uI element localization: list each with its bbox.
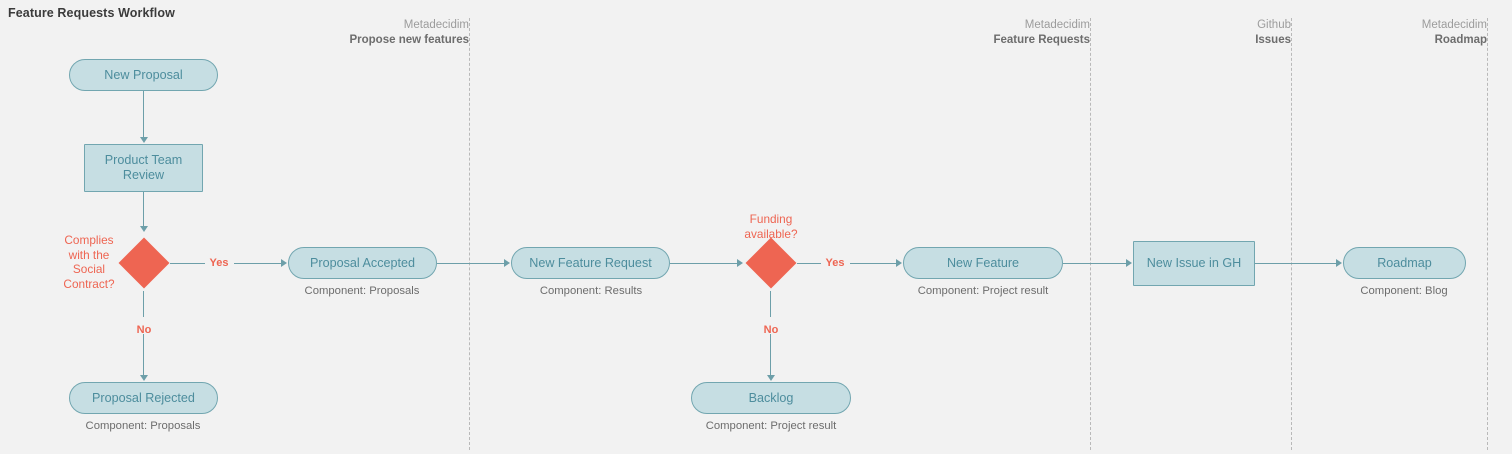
connector-funding-no-a: [770, 291, 772, 317]
arrowhead-down: [139, 137, 148, 143]
arrowhead-right: [1126, 258, 1132, 267]
node-product-team-review[interactable]: Product Team Review: [84, 144, 203, 192]
connector-funding-yes-b: [850, 262, 896, 264]
caption-roadmap: Component: Blog: [1360, 285, 1448, 297]
edge-label-social-no: No: [136, 324, 152, 336]
connector-funding-yes-a: [797, 262, 821, 264]
lane-header-org: Github: [1257, 19, 1291, 31]
arrowhead-down: [139, 226, 148, 232]
connector-funding-no-b: [770, 334, 772, 375]
node-new-feature[interactable]: New Feature: [903, 247, 1063, 279]
connector-new-proposal-to-review: [143, 91, 145, 137]
connector-accepted-to-request: [437, 262, 504, 264]
edge-label-funding-yes: Yes: [825, 257, 845, 269]
node-new-feature-request[interactable]: New Feature Request: [511, 247, 670, 279]
arrowhead-right: [896, 258, 902, 267]
caption-new-feature-request: Component: Results: [539, 285, 643, 297]
node-proposal-rejected[interactable]: Proposal Rejected: [69, 382, 218, 414]
node-new-proposal[interactable]: New Proposal: [69, 59, 218, 91]
lane-header-name: Propose new features: [349, 34, 469, 46]
arrowhead-down: [139, 375, 148, 381]
lane-separator-4: [1487, 18, 1488, 450]
lane-header-propose-new-features: Metadecidim Propose new features: [349, 18, 469, 48]
connector-social-no-b: [143, 334, 145, 375]
node-new-issue-in-gh[interactable]: New Issue in GH: [1133, 241, 1255, 286]
connector-feature-to-issue: [1063, 262, 1126, 264]
arrowhead-right: [737, 258, 743, 267]
decision-label-funding: Funding available?: [744, 212, 798, 241]
lane-separator-3: [1291, 18, 1292, 450]
lane-header-org: Metadecidim: [1024, 19, 1090, 31]
lane-header-github-issues: Github Issues: [1255, 18, 1291, 48]
arrowhead-down: [766, 375, 775, 381]
connector-issue-to-roadmap: [1255, 262, 1336, 264]
arrowhead-right: [504, 258, 510, 267]
lane-separator-2: [1090, 18, 1091, 450]
connector-social-yes-a: [170, 262, 205, 264]
lane-separator-1: [469, 18, 470, 450]
lane-header-roadmap: Metadecidim Roadmap: [1422, 18, 1487, 48]
page-title: Feature Requests Workflow: [8, 6, 175, 20]
lane-header-name: Roadmap: [1434, 34, 1487, 46]
connector-review-to-social-decision: [143, 192, 145, 226]
arrowhead-right: [281, 258, 287, 267]
caption-proposal-accepted: Component: Proposals: [304, 285, 420, 297]
decision-funding[interactable]: [745, 237, 797, 289]
connector-social-yes-b: [234, 262, 281, 264]
node-roadmap[interactable]: Roadmap: [1343, 247, 1466, 279]
caption-proposal-rejected: Component: Proposals: [85, 420, 201, 432]
connector-request-to-funding: [670, 262, 737, 264]
edge-label-social-yes: Yes: [209, 257, 229, 269]
arrowhead-right: [1336, 258, 1342, 267]
lane-header-name: Feature Requests: [993, 34, 1090, 46]
caption-backlog: Component: Project result: [705, 420, 837, 432]
lane-header-feature-requests: Metadecidim Feature Requests: [993, 18, 1090, 48]
lane-header-org: Metadecidim: [1421, 19, 1487, 31]
edge-label-funding-no: No: [763, 324, 779, 336]
caption-new-feature: Component: Project result: [917, 285, 1049, 297]
node-backlog[interactable]: Backlog: [691, 382, 851, 414]
node-proposal-accepted[interactable]: Proposal Accepted: [288, 247, 437, 279]
lane-header-org: Metadecidim: [403, 19, 469, 31]
decision-label-social-contract: Complies with the Social Contract?: [63, 233, 115, 291]
connector-social-no-a: [143, 291, 145, 317]
lane-header-name: Issues: [1255, 34, 1291, 46]
